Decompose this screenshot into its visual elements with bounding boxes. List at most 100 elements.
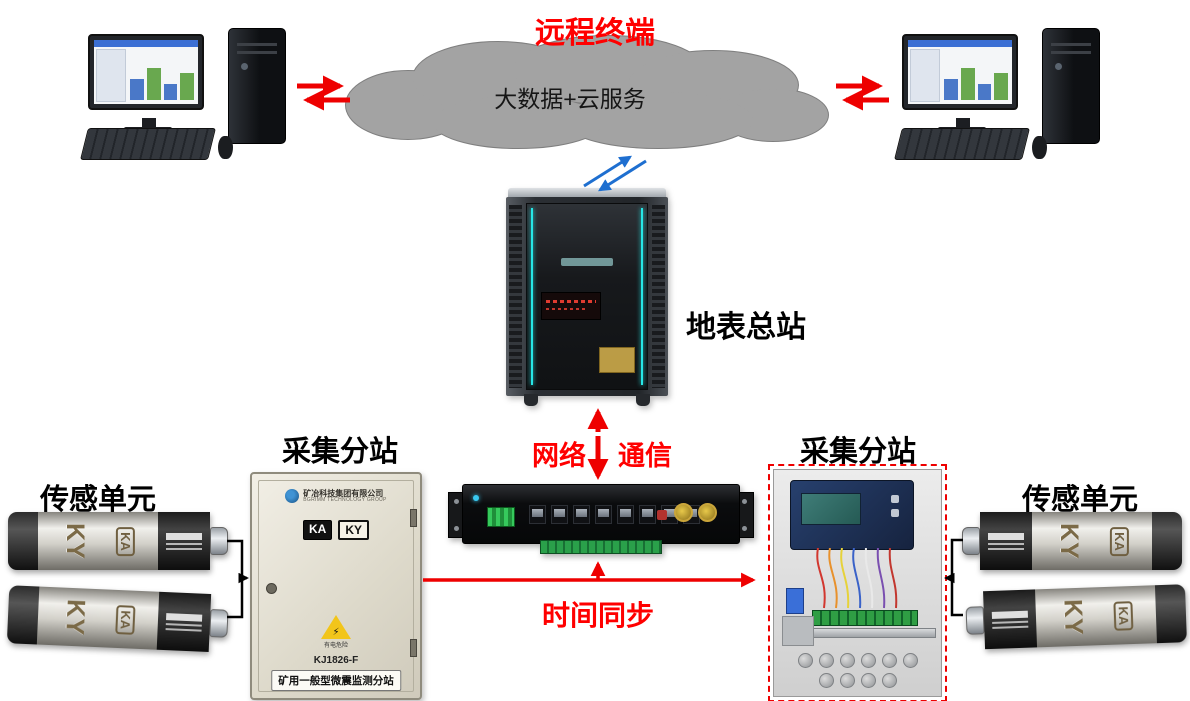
pc-tower-icon	[228, 28, 286, 144]
device-button	[891, 509, 899, 517]
remote-terminal-left	[80, 28, 300, 162]
sensor-cap	[1154, 584, 1187, 644]
pin-terminal-strip	[540, 540, 662, 554]
company-name-en: BGRIMM TECHNOLOGY GROUP	[303, 497, 387, 504]
sensor-link-left	[227, 539, 249, 619]
ka-mark: KA	[115, 526, 135, 556]
cloud-label: 大数据+云服务	[494, 86, 646, 112]
sensor-body: KY KA	[36, 586, 160, 650]
cable-knockouts	[780, 652, 935, 692]
rack-vent	[509, 205, 522, 388]
sensor-label-band	[983, 589, 1038, 650]
terminal-block	[487, 507, 515, 527]
knockout-hole	[839, 653, 855, 668]
electric-hazard-sign: ⚡ 有电危险	[321, 615, 351, 649]
collection-substation-left: 矿冶科技集团有限公司 BGRIMM TECHNOLOGY GROUP KA KY…	[250, 472, 422, 700]
keyboard-icon	[894, 128, 1030, 160]
sensor-unit-left-1: KY KA	[8, 512, 228, 570]
collection-substation-right	[768, 464, 947, 701]
ka-mark: KA	[1113, 600, 1134, 631]
screen-titlebar	[94, 40, 198, 47]
coax-connector	[674, 503, 693, 522]
cert-badges: KA KY	[259, 519, 413, 540]
hinge	[410, 509, 417, 527]
caption-plate: 矿用一般型微震监测分站	[271, 670, 401, 691]
company-logo: 矿冶科技集团有限公司 BGRIMM TECHNOLOGY GROUP	[259, 489, 413, 504]
sensor-label-band	[158, 512, 210, 570]
time-sync-label: 时间同步	[541, 600, 655, 631]
monitor-stand	[142, 118, 156, 128]
sensor-unit-right-1: KY KA	[962, 512, 1182, 570]
device-button	[891, 495, 899, 503]
monitor-stand	[956, 118, 970, 128]
rack-display	[541, 292, 601, 320]
ky-badge: KY	[338, 519, 369, 540]
sensor-cap	[1152, 512, 1182, 570]
rj45-port	[573, 505, 590, 524]
cloud-rack-arrows	[583, 155, 647, 192]
rj45-port	[639, 505, 656, 524]
sensor-cap	[6, 585, 40, 645]
hinge	[410, 639, 417, 657]
knockout-hole	[797, 653, 813, 668]
mouse-icon	[1032, 136, 1047, 159]
bgrimm-logo-icon	[285, 489, 300, 504]
rack-led-strip	[531, 208, 533, 385]
knockout-hole	[818, 673, 834, 688]
screen-chart	[130, 54, 194, 100]
comm-label: 通信	[618, 441, 672, 471]
knockout-hole	[860, 653, 876, 668]
device-screen	[801, 493, 861, 525]
time-sync-bus	[423, 561, 756, 588]
sensor-label-left: 传感单元	[40, 484, 157, 516]
monitor-screen	[908, 40, 1012, 104]
ka-mark: KA	[115, 604, 136, 635]
ka-badge: KA	[302, 519, 333, 540]
monitor-icon	[902, 34, 1018, 133]
terminal-strip	[812, 610, 918, 626]
acquisition-device	[790, 480, 914, 550]
sensor-body: KY KA	[1032, 512, 1152, 570]
rj45-port	[617, 505, 634, 524]
fiber-port	[657, 510, 667, 520]
rj45-port	[529, 505, 546, 524]
monitor-screen	[94, 40, 198, 104]
model-number: KJ1826-F	[313, 655, 359, 666]
sensor-connector	[209, 609, 229, 638]
knockout-hole	[860, 673, 876, 688]
screen-sidebar	[96, 49, 126, 102]
sensor-connector	[962, 527, 980, 555]
network-switch	[448, 466, 754, 562]
coax-connector	[698, 503, 717, 522]
lightning-icon: ⚡	[332, 627, 340, 638]
surface-station-rack	[506, 188, 668, 406]
warning-triangle-icon: ⚡	[321, 615, 351, 639]
cabinet-door: 矿冶科技集团有限公司 BGRIMM TECHNOLOGY GROUP KA KY…	[258, 480, 417, 692]
sensor-body: KY KA	[38, 512, 158, 570]
rack-led-strip	[641, 208, 643, 385]
rack-body	[506, 197, 668, 396]
ky-mark: KY	[1055, 522, 1084, 560]
switch-front-panel	[462, 484, 740, 544]
wiring-harness	[816, 548, 898, 609]
rj45-port	[595, 505, 612, 524]
sensor-connector	[210, 527, 228, 555]
substation-label-right: 采集分站	[800, 436, 917, 468]
ka-mark: KA	[1109, 526, 1129, 556]
sensor-link-right	[944, 538, 963, 617]
remote-terminal-right	[894, 28, 1114, 162]
status-led-icon	[473, 495, 479, 501]
sensor-label-band	[980, 512, 1032, 570]
sensor-label-right: 传感单元	[1022, 484, 1139, 516]
rack-caster	[636, 394, 650, 406]
sensor-connector	[965, 606, 985, 635]
sensor-unit-right-2: KY KA	[965, 584, 1187, 650]
power-button-icon	[1055, 63, 1062, 70]
rj45-port	[551, 505, 568, 524]
hazard-text: 有电危险	[323, 643, 348, 649]
power-button-icon	[241, 63, 248, 70]
knockout-hole	[902, 653, 918, 668]
rack-sign	[599, 347, 635, 373]
screen-sidebar	[910, 49, 940, 102]
